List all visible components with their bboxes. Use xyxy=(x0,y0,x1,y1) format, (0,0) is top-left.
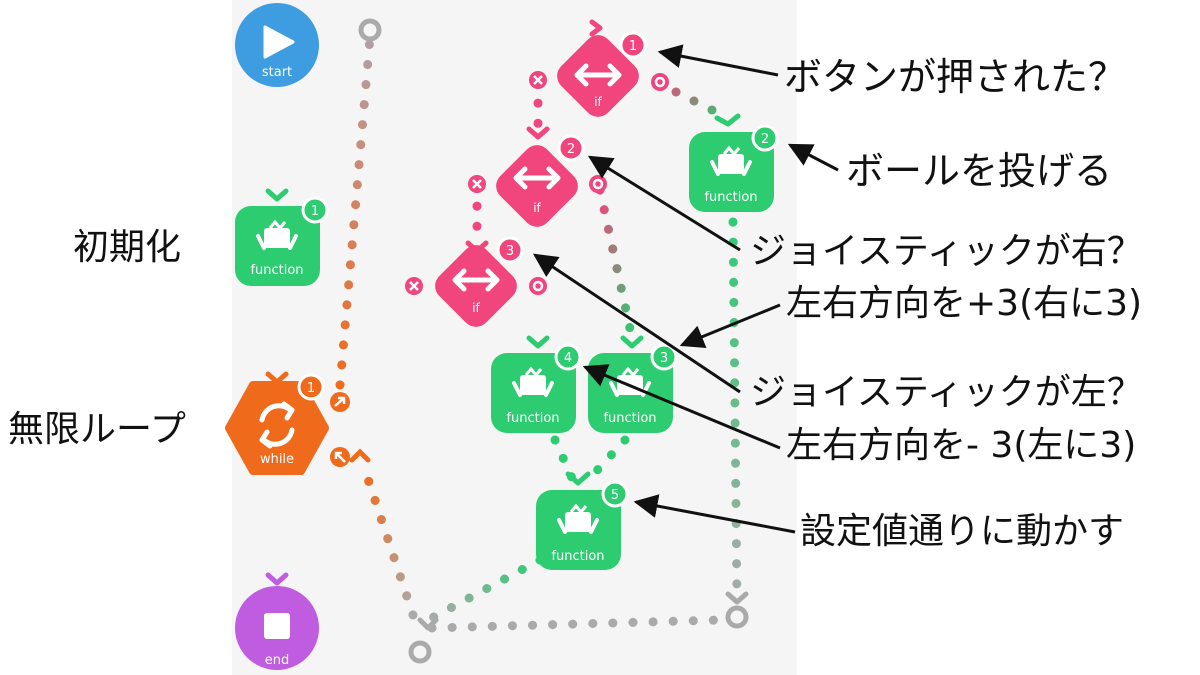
arrow-throw-ball xyxy=(787,143,839,172)
connector-function5-to-merge xyxy=(427,555,545,623)
badge-number: 2 xyxy=(567,142,575,157)
connector-merge-bottom xyxy=(427,615,725,633)
if-node-1[interactable]: if 1 xyxy=(529,29,669,122)
end-node[interactable]: end xyxy=(235,586,319,670)
left-right-arrow-icon xyxy=(513,166,561,190)
end-label: end xyxy=(265,653,290,668)
function-label: function xyxy=(250,263,303,278)
arrow-joystick-left xyxy=(533,253,741,394)
badge xyxy=(601,480,629,508)
yes-branch-icon xyxy=(589,175,607,193)
if-label: if xyxy=(472,301,480,315)
while-loop-node[interactable]: while 1 xyxy=(225,373,371,475)
function-node-4[interactable]: function 4 xyxy=(491,343,582,433)
function-label: function xyxy=(551,549,604,564)
arrow-set-right xyxy=(679,303,781,348)
annotation-button-pressed: ボタンが押された？ xyxy=(784,55,1127,99)
arrow-set-left xyxy=(582,364,781,450)
function-node-5[interactable]: function 5 xyxy=(536,480,629,570)
robot-icon xyxy=(512,366,554,397)
annotation-loop: 無限ループ xyxy=(8,409,186,450)
badge-number: 2 xyxy=(761,132,769,147)
badge-number: 1 xyxy=(307,381,315,396)
badge xyxy=(650,343,678,371)
badge-number: 3 xyxy=(660,351,668,366)
function-node-3[interactable]: function 3 xyxy=(588,343,678,433)
port-bottom-left xyxy=(408,640,432,664)
function-node-1[interactable]: function 1 xyxy=(235,196,329,286)
loop-icon xyxy=(259,401,295,449)
annotation-init: 初期化 xyxy=(73,227,182,268)
badge-number: 1 xyxy=(311,204,319,219)
stop-icon xyxy=(264,613,290,639)
arrow-joystick-right xyxy=(587,155,741,252)
badge xyxy=(297,373,325,401)
function-label: function xyxy=(506,411,559,426)
robot-icon xyxy=(710,145,752,176)
if-node-2[interactable]: if 2 xyxy=(468,134,607,233)
connector-function3-to-function5 xyxy=(585,435,630,483)
badge xyxy=(751,124,779,152)
connector-loop-body-up xyxy=(335,33,375,390)
annotation-throw-ball: ボールを投げる xyxy=(846,149,1113,193)
badge xyxy=(557,134,585,162)
connector-function4-to-function5 xyxy=(550,435,577,483)
badge xyxy=(619,31,647,59)
function-label: function xyxy=(603,411,656,426)
badge xyxy=(554,343,582,371)
start-node[interactable]: start xyxy=(235,3,319,87)
annotation-move: 設定値通りに動かす xyxy=(800,511,1125,552)
connector-loop-back xyxy=(360,465,418,620)
arrow-move xyxy=(633,494,796,534)
left-right-arrow-icon xyxy=(452,268,500,292)
arrow-button-pressed xyxy=(657,44,779,77)
port-top-left xyxy=(358,18,382,42)
annotation-set-right: 左右方向を+3(右に3) xyxy=(786,283,1143,324)
annotation-joystick-right: ジョイスティックが右？ xyxy=(750,231,1143,272)
badge-number: 4 xyxy=(564,351,572,366)
if-label: if xyxy=(533,201,541,215)
badge-number: 3 xyxy=(506,244,514,259)
connector-ports xyxy=(358,18,749,664)
yes-branch-icon xyxy=(529,277,547,295)
play-icon xyxy=(263,25,295,59)
left-right-arrow-icon xyxy=(574,63,622,87)
annotation-joystick-left: ジョイスティックが左？ xyxy=(750,372,1143,413)
if-node-3[interactable]: if 3 xyxy=(405,236,547,333)
if-label: if xyxy=(594,95,602,109)
connectors xyxy=(272,25,742,633)
yes-branch-icon xyxy=(651,73,669,91)
connector-if1-to-function2 xyxy=(653,78,733,123)
robot-icon xyxy=(557,503,599,534)
annotation-arrows xyxy=(533,44,839,534)
function-label: function xyxy=(704,190,757,205)
badge xyxy=(496,236,524,264)
badge-number: 1 xyxy=(629,39,637,54)
port-bottom-right xyxy=(725,605,749,629)
function-node-2[interactable]: function 2 xyxy=(689,124,779,212)
connector-function2-down xyxy=(728,217,742,605)
connector-arrowheads xyxy=(265,19,749,631)
start-label: start xyxy=(262,65,292,80)
annotation-set-left: 左右方向を- 3(左に3) xyxy=(786,425,1137,466)
badge-number: 5 xyxy=(611,488,619,503)
badge xyxy=(301,196,329,224)
while-label: while xyxy=(260,452,294,467)
robot-icon xyxy=(256,219,298,250)
